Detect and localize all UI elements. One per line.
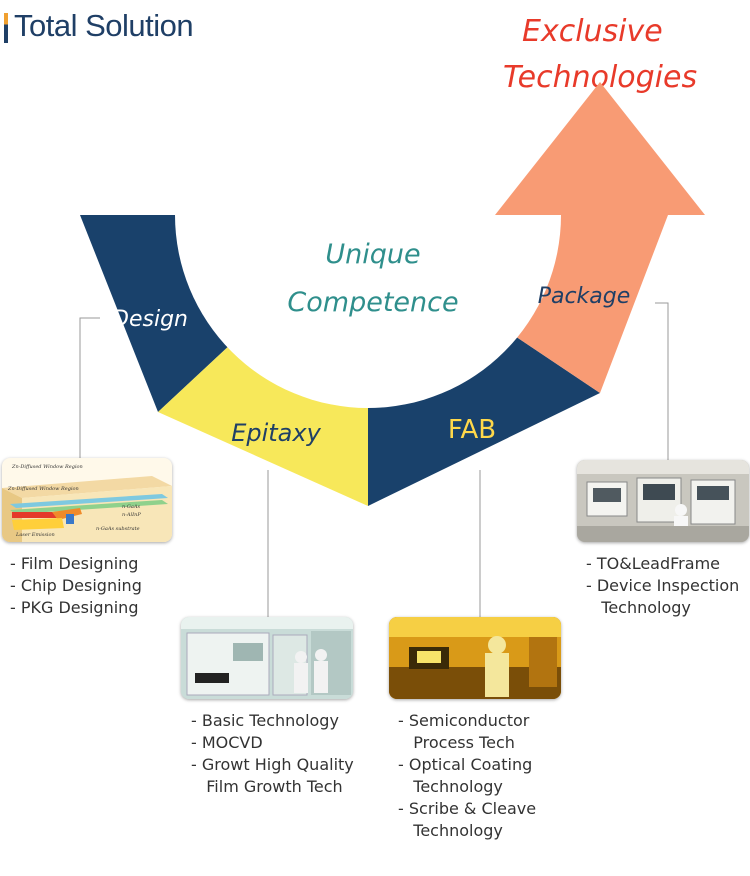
list-item: - Device Inspection	[586, 576, 740, 595]
list-item: - Film Designing	[10, 554, 139, 573]
list-package: - TO&LeadFrame - Device Inspection Techn…	[586, 553, 739, 619]
arc-inner-hollow	[175, 215, 561, 408]
inspection-factory-photo	[577, 460, 749, 542]
diagram-label-4: n-AlInP	[122, 512, 141, 518]
list-item: Film Growth Tech	[191, 777, 343, 796]
center-line2: Competence	[287, 287, 458, 318]
segment-label-fab: FAB	[448, 415, 496, 445]
segment-label-epitaxy: Epitaxy	[231, 419, 321, 447]
list-fab: - Semiconductor Process Tech - Optical C…	[398, 710, 536, 842]
segment-label-design: Design	[112, 307, 188, 332]
list-item: - MOCVD	[191, 733, 263, 752]
list-item: Technology	[398, 821, 503, 840]
list-item: - Basic Technology	[191, 711, 339, 730]
list-item: - Growt High Quality	[191, 755, 354, 774]
page-title: Total Solution	[4, 8, 194, 44]
list-item: Technology	[398, 777, 503, 796]
connector-package	[655, 302, 669, 460]
segment-label-package: Package	[538, 284, 631, 309]
diagram-label-6: Laser Emission	[15, 532, 55, 538]
list-item: - Semiconductor	[398, 711, 530, 730]
diagram-label-1: Zn-Diffused Window Region	[11, 464, 83, 470]
chip-structure-diagram-image: Zn-Diffused Window Region Zn-Diffused Wi…	[2, 464, 172, 542]
mocvd-cleanroom-photo	[181, 617, 353, 699]
connector-design	[79, 317, 100, 460]
list-item: Technology	[586, 598, 691, 617]
photo-epitaxy	[181, 617, 353, 699]
list-epitaxy: - Basic Technology - MOCVD - Growt High …	[191, 710, 354, 798]
photo-fab	[389, 617, 561, 699]
center-line1: Unique	[325, 239, 420, 270]
photo-package	[577, 460, 749, 542]
connector-lines	[79, 302, 669, 618]
diagram-label-2: Zn-Diffused Window Region	[7, 486, 79, 492]
list-item: - Scribe & Cleave	[398, 799, 537, 818]
list-item: - Chip Designing	[10, 576, 142, 595]
diagram-label-3: n-GaAs	[122, 504, 140, 510]
yellow-cleanroom-photo	[389, 617, 561, 699]
list-item: - PKG Designing	[10, 598, 139, 617]
diagram-label-5: n-GaAs substrate	[96, 526, 140, 532]
tagline-line1: Exclusive	[522, 14, 663, 49]
segment-package-arrow	[494, 82, 705, 393]
page-title-text: Total Solution	[14, 8, 194, 43]
list-design: - Film Designing - Chip Designing - PKG …	[10, 553, 142, 619]
photo-design: Zn-Diffused Window Region Zn-Diffused Wi…	[2, 458, 172, 542]
title-accent-bar	[4, 13, 8, 43]
list-item: - TO&LeadFrame	[586, 554, 720, 573]
list-item: Process Tech	[398, 733, 515, 752]
list-item: - Optical Coating	[398, 755, 533, 774]
